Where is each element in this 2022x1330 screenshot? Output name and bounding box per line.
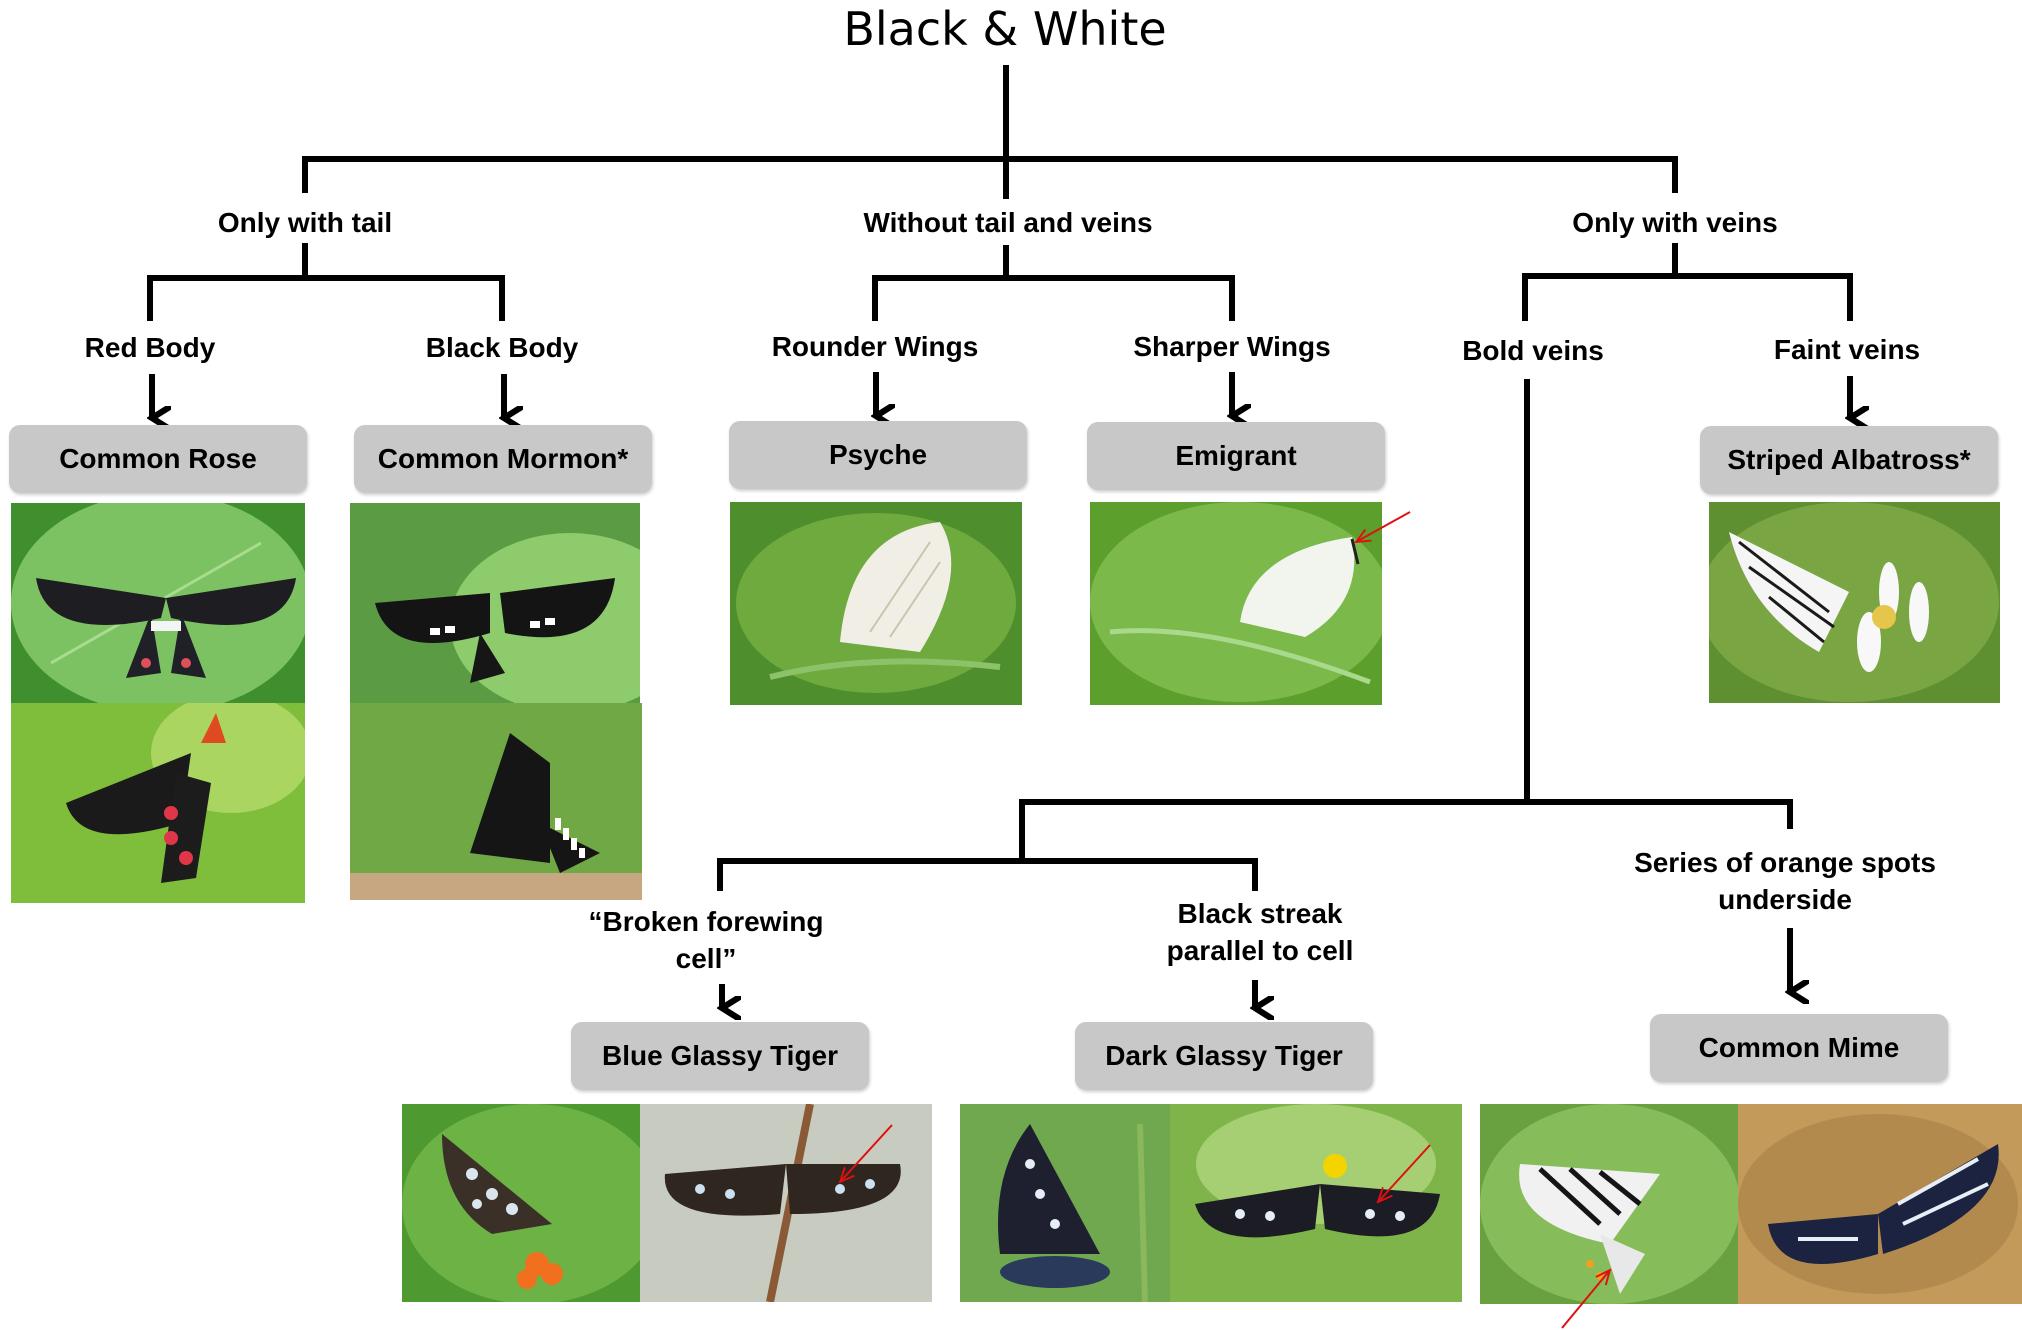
- highlight-arrows: [0, 0, 2022, 1330]
